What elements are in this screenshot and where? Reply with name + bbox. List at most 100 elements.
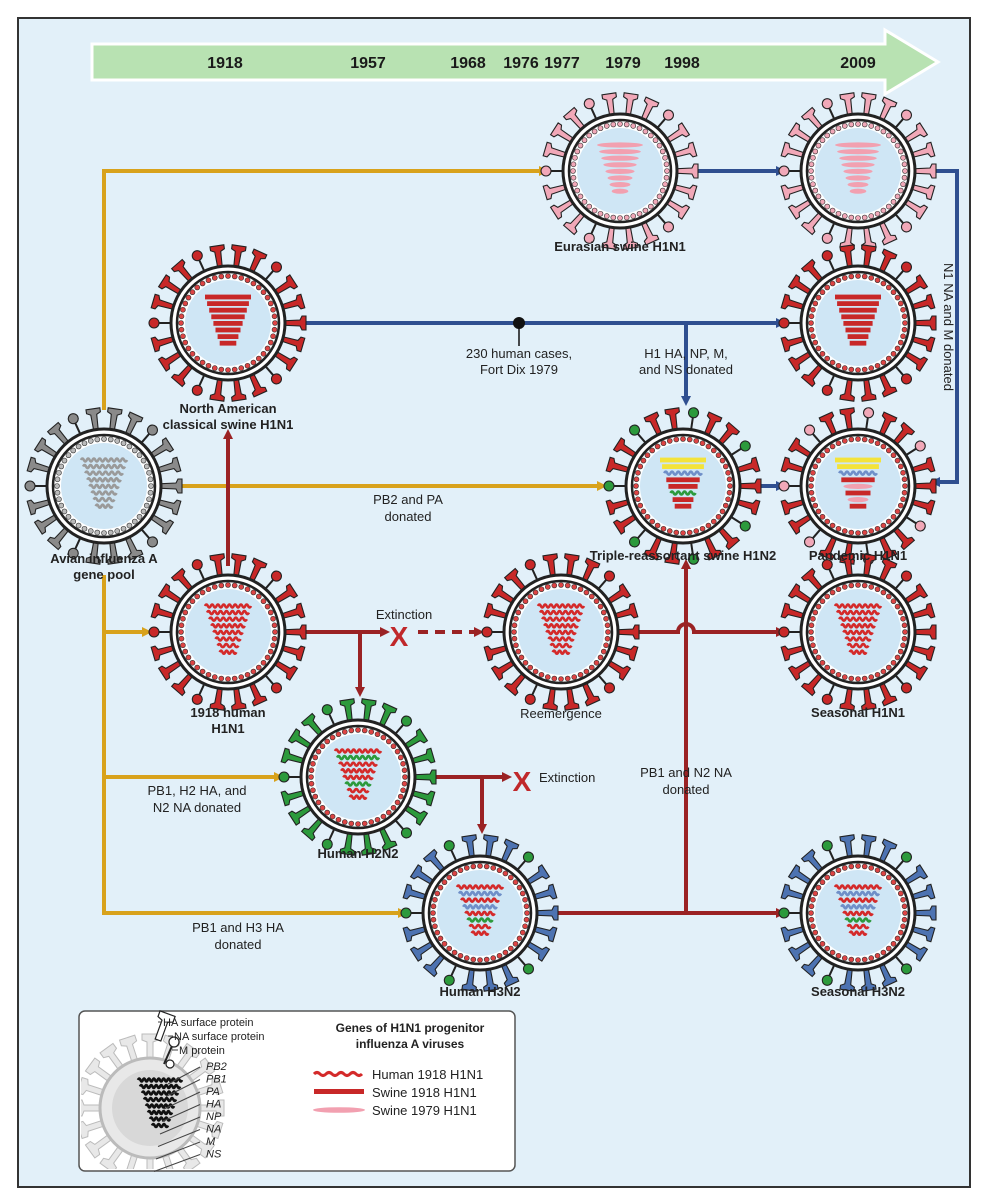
gene-segment bbox=[849, 503, 867, 509]
na-head bbox=[821, 250, 833, 262]
ha-spike bbox=[531, 925, 558, 943]
ha-spike-shape bbox=[170, 258, 195, 284]
matrix-bead bbox=[61, 457, 68, 464]
matrix-bead bbox=[185, 603, 192, 610]
matrix-bead bbox=[310, 787, 316, 794]
matrix-bead bbox=[808, 174, 815, 181]
matrix-bead bbox=[348, 820, 355, 827]
matrix-bead bbox=[901, 622, 908, 629]
na-head bbox=[628, 424, 641, 436]
ha-spike bbox=[279, 644, 306, 662]
matrix-bead bbox=[308, 774, 314, 780]
matrix-bead bbox=[603, 642, 609, 649]
matrix-bead bbox=[874, 277, 881, 284]
matrix-bead bbox=[890, 659, 897, 666]
matrix-bead bbox=[182, 339, 189, 346]
ha-spike bbox=[272, 350, 299, 372]
matrix-bead bbox=[673, 529, 680, 536]
ha-spike bbox=[148, 513, 175, 535]
ha-spike-shape bbox=[780, 183, 807, 201]
legend-spike bbox=[186, 1057, 216, 1083]
ha-spike-shape bbox=[800, 567, 825, 593]
ha-spike-shape bbox=[272, 659, 299, 681]
ha-spike bbox=[787, 274, 814, 296]
ha-spike bbox=[861, 92, 877, 118]
matrix-bead bbox=[483, 956, 490, 963]
na-head bbox=[148, 626, 160, 638]
ha-spike-shape bbox=[909, 883, 936, 901]
legend-spike bbox=[194, 1119, 224, 1140]
ha-spike bbox=[361, 830, 377, 856]
matrix-bead bbox=[581, 198, 588, 205]
matrix-bead bbox=[225, 367, 231, 373]
legend-gene-label: HA bbox=[206, 1099, 221, 1111]
ha-spike-shape bbox=[839, 407, 855, 433]
matrix-bead bbox=[430, 910, 436, 916]
ha-spike-shape bbox=[279, 644, 306, 662]
matrix-bead bbox=[586, 203, 593, 210]
ha-spike bbox=[787, 659, 814, 681]
ha-spike-shape bbox=[581, 557, 601, 584]
ha-spike bbox=[280, 789, 307, 807]
label-human-h3n2: Human H3N2 bbox=[440, 984, 521, 999]
matrix-bead bbox=[264, 294, 271, 301]
matrix-bead bbox=[719, 508, 726, 515]
matrix-bead bbox=[897, 148, 904, 155]
matrix-bead bbox=[368, 819, 375, 825]
ha-spike-shape bbox=[800, 106, 825, 132]
na-spike bbox=[821, 98, 837, 122]
ha-spike-shape bbox=[780, 456, 807, 474]
ha-spike bbox=[909, 602, 936, 620]
label-na-classical-line2: classical swine H1N1 bbox=[163, 417, 294, 432]
ha-spike-shape bbox=[422, 848, 447, 874]
matrix-bead bbox=[841, 528, 848, 534]
matrix-bead bbox=[640, 508, 647, 515]
ha-spike-shape bbox=[643, 534, 663, 561]
gene-segment bbox=[88, 483, 120, 490]
virus-pandemic-h1n1 bbox=[778, 407, 937, 565]
legend-spike bbox=[186, 1133, 216, 1159]
matrix-bead bbox=[335, 731, 342, 738]
ha-spike bbox=[500, 838, 520, 865]
ha-spike bbox=[780, 925, 807, 943]
matrix-bead bbox=[523, 903, 530, 910]
label-human-h2n2: Human H2N2 bbox=[318, 846, 399, 861]
virus-reemergence bbox=[481, 553, 640, 711]
legend-gene-segment bbox=[138, 1083, 182, 1090]
legend-gene-label: M bbox=[206, 1136, 216, 1148]
ha-spike-shape bbox=[664, 407, 680, 433]
matrix-bead bbox=[441, 879, 448, 886]
ha-spike bbox=[155, 456, 182, 474]
ha-spike bbox=[787, 437, 814, 459]
matrix-bead bbox=[583, 668, 590, 675]
ha-spike-shape bbox=[562, 106, 587, 132]
matrix-bead bbox=[808, 629, 814, 635]
na-head bbox=[270, 373, 283, 385]
gene-segment bbox=[672, 497, 694, 502]
matrix-bead bbox=[189, 350, 196, 357]
matrix-bead bbox=[361, 727, 368, 734]
gene-segment bbox=[839, 307, 877, 313]
ha-spike-shape bbox=[909, 293, 936, 311]
matrix-bead bbox=[815, 294, 822, 301]
matrix-bead bbox=[874, 952, 881, 959]
ha-spike bbox=[912, 315, 937, 331]
matrix-bead bbox=[829, 589, 836, 596]
legend-swatch-human1918 bbox=[312, 1071, 364, 1077]
matrix-bead bbox=[244, 362, 251, 369]
matrix-bead bbox=[131, 518, 138, 525]
matrix-bead bbox=[880, 522, 887, 529]
legend-spike-shape bbox=[161, 1152, 182, 1169]
ha-spike bbox=[623, 92, 639, 118]
matrix-bead bbox=[604, 622, 611, 629]
matrix-bead bbox=[810, 181, 816, 188]
swine-arrows bbox=[300, 166, 959, 491]
ha-spike bbox=[524, 940, 551, 962]
gene-leader-line bbox=[167, 1066, 201, 1085]
matrix-bead bbox=[551, 675, 558, 682]
na-head bbox=[900, 851, 913, 863]
ha-spike-shape bbox=[878, 680, 898, 707]
legend-spike bbox=[161, 1152, 182, 1169]
ha-spike-shape bbox=[902, 659, 929, 681]
ha-spike bbox=[209, 553, 225, 579]
